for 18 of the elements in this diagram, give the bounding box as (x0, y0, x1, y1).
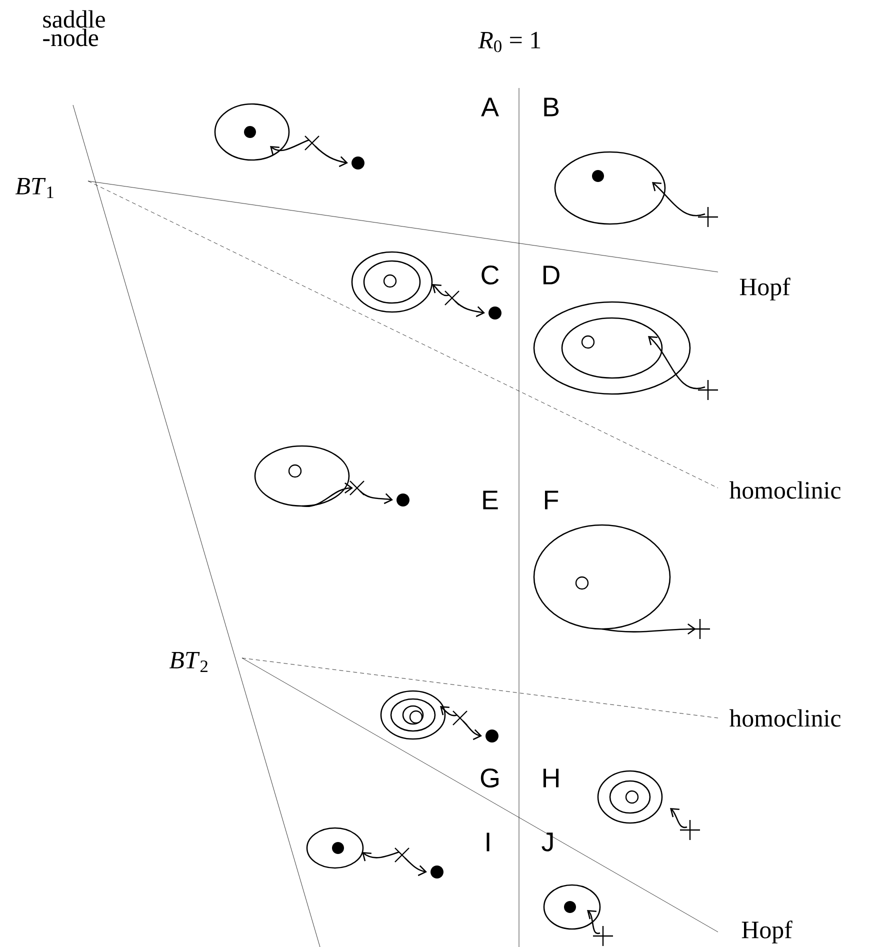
region-letter: C (482, 265, 499, 285)
region-letter: B (544, 98, 559, 116)
region-letter: H (544, 768, 559, 788)
curve-label: BT$_{1}$ (15, 178, 54, 198)
curve-label: BT$_{2}$ (169, 652, 208, 672)
region-letter: I (486, 832, 490, 852)
curve-label: Hopf (742, 920, 792, 944)
region-letter: D (544, 266, 560, 284)
curve-label: homoclinic (729, 481, 840, 499)
curve-label: Hopf (740, 278, 790, 300)
curve-label: homoclinic (729, 709, 840, 727)
region-letter: E (483, 490, 498, 510)
region-letter: F (544, 490, 558, 510)
region-letter: A (481, 98, 499, 116)
curve-label: saddle -node (43, 10, 105, 46)
curve-label: R$_{0}$ = 1 (478, 32, 540, 52)
region-letter: G (480, 768, 498, 788)
region-letter: J (542, 832, 553, 852)
